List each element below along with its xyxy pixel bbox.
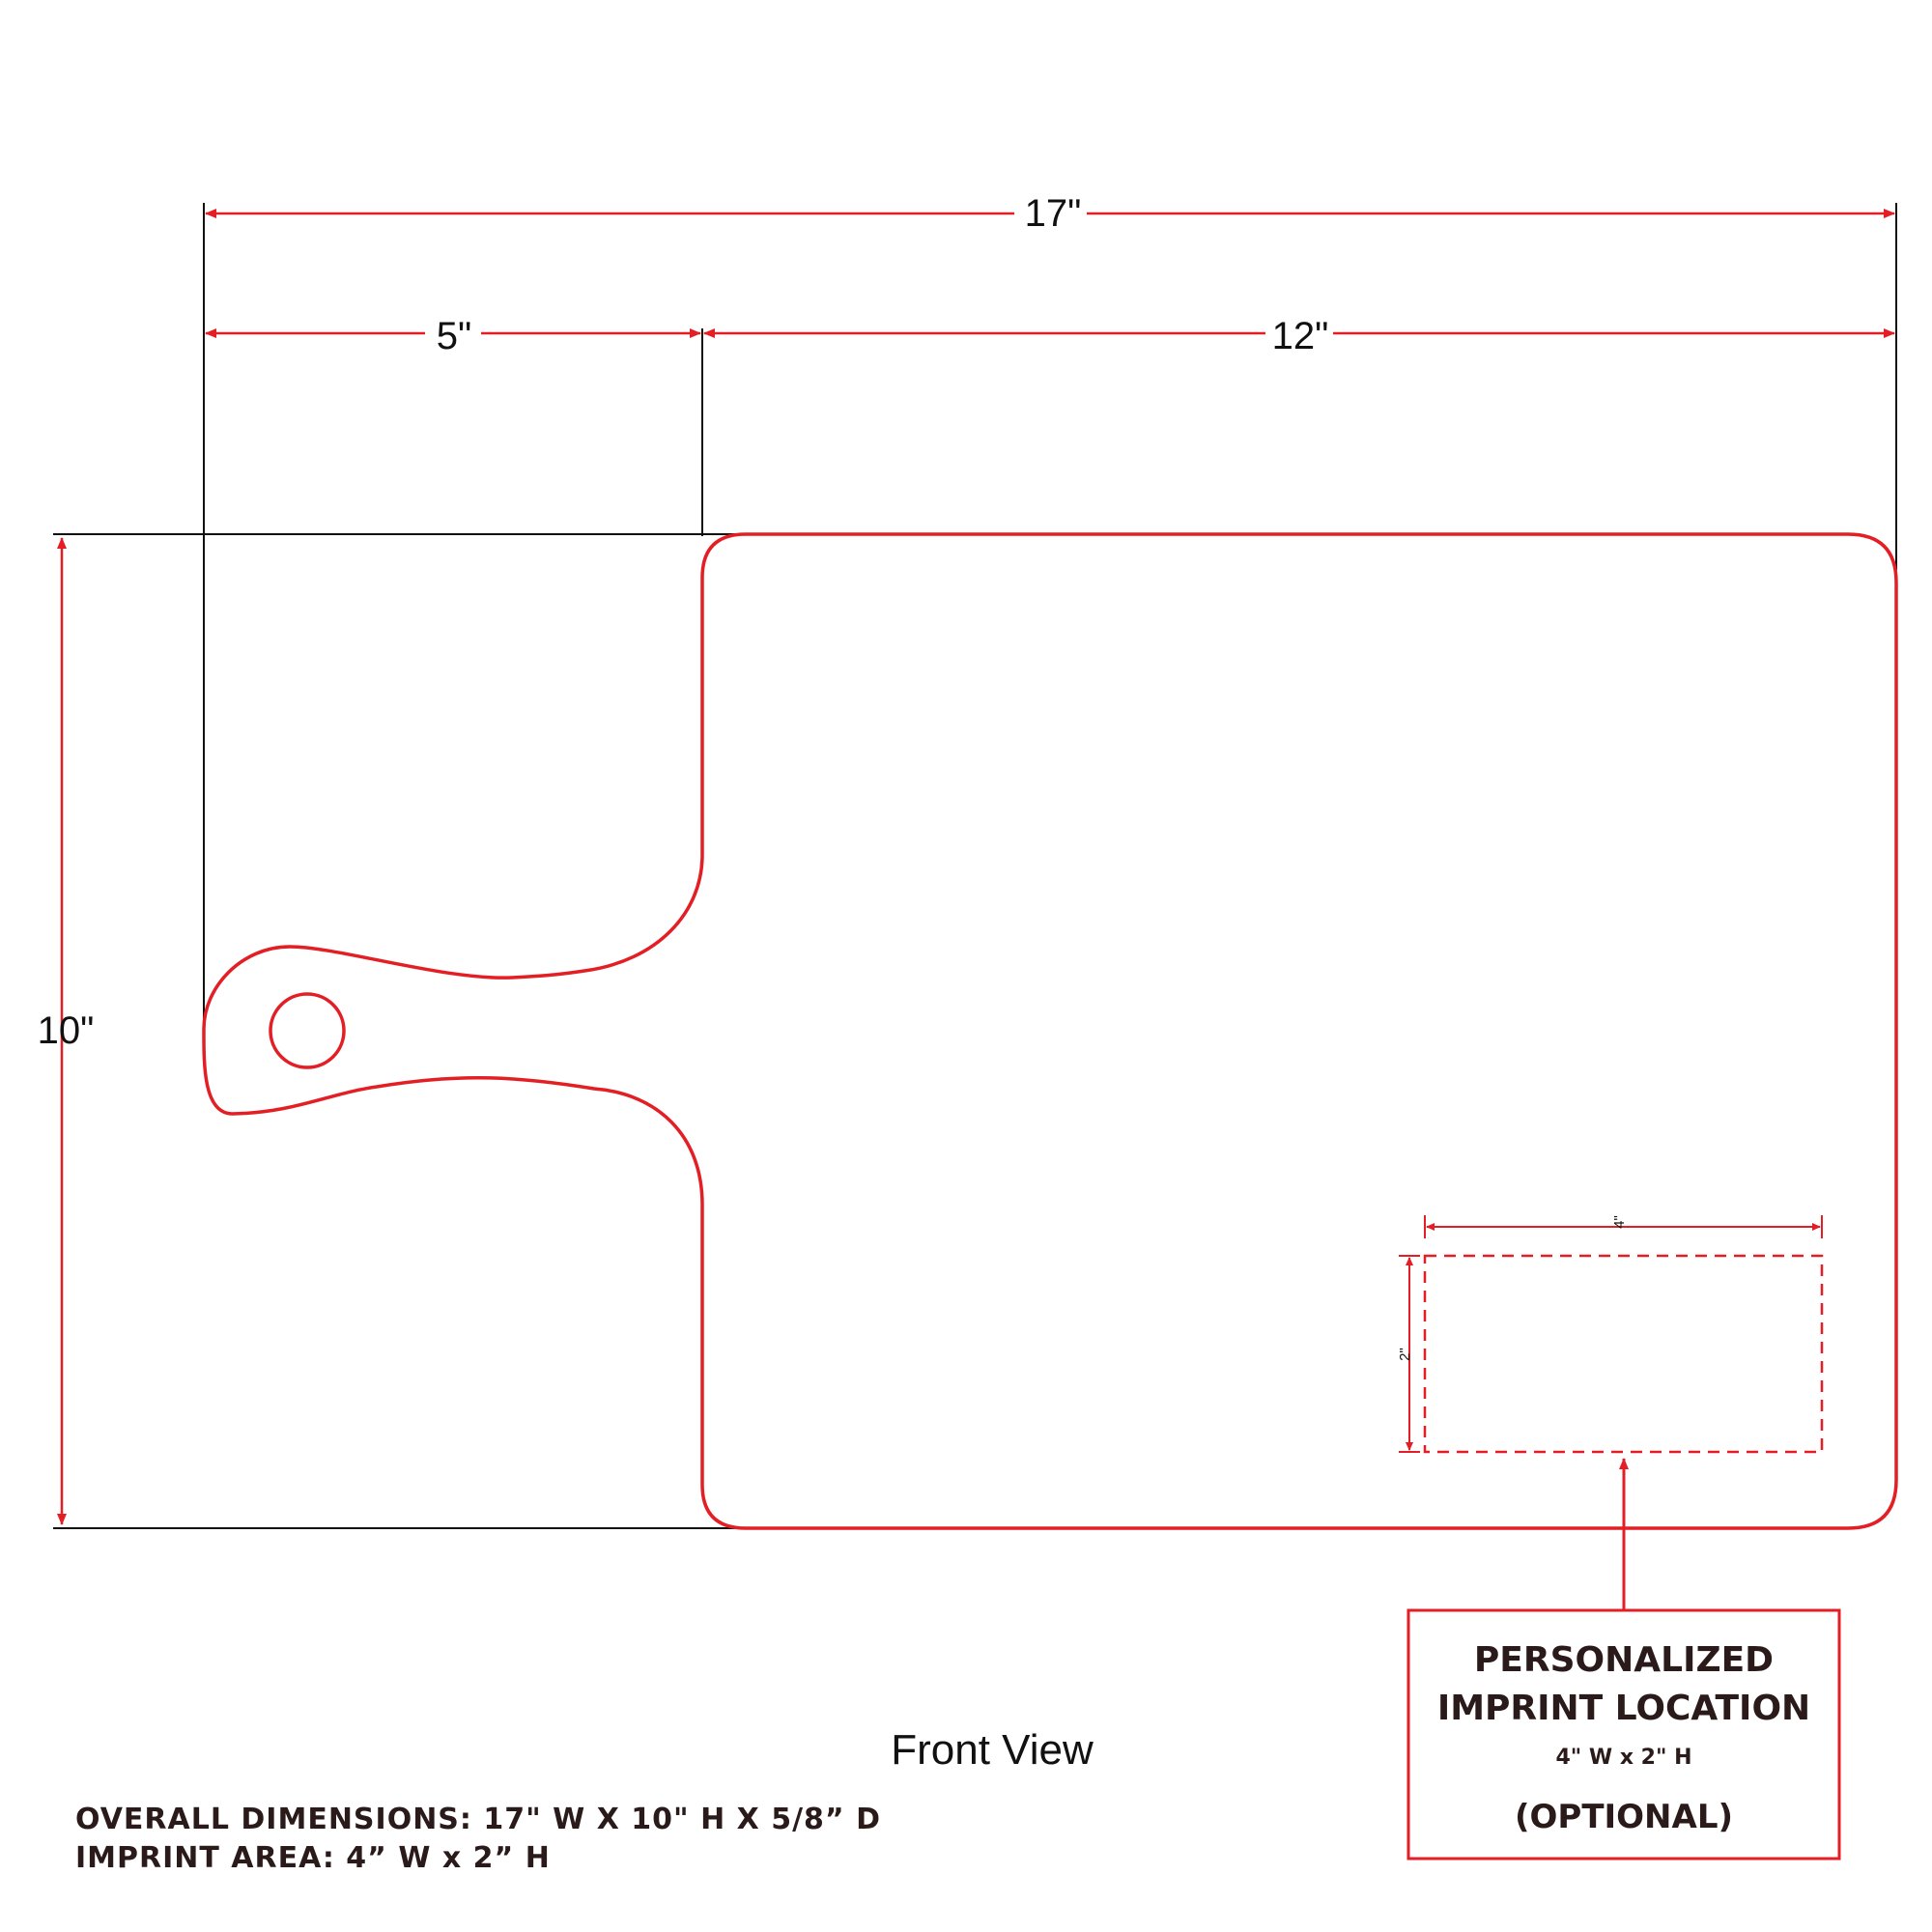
callout-box <box>1406 1608 1841 1861</box>
cutting-board-outline <box>202 532 1898 1530</box>
imprint-area-spec: IMPRINT AREA: 4” W x 2” H <box>75 1841 551 1875</box>
callout-title-line2: IMPRINT LOCATION <box>1437 1689 1810 1728</box>
view-label: Front View <box>891 1726 1094 1774</box>
handle-width-label: 5" <box>437 315 471 357</box>
height-label: 10" <box>38 1009 95 1052</box>
extension-lines <box>53 203 1897 1529</box>
imprint-height-label: 2" <box>1397 1348 1413 1361</box>
callout-optional: (OPTIONAL) <box>1515 1798 1733 1836</box>
overall-dimensions-spec: OVERALL DIMENSIONS: 17" W X 10" H X 5/8”… <box>75 1803 881 1836</box>
imprint-area-box <box>1423 1254 1824 1454</box>
callout-size: 4" W x 2" H <box>1555 1746 1691 1770</box>
imprint-width-label: 4" <box>1611 1215 1628 1229</box>
board-width-label: 12" <box>1272 315 1329 357</box>
callout-title-line1: PERSONALIZED <box>1474 1640 1774 1680</box>
hanging-hole <box>269 992 346 1069</box>
imprint-area: 4" 2" <box>1397 1215 1824 1454</box>
dimension-lines <box>57 209 1895 1525</box>
overall-width-label: 17" <box>1025 192 1082 235</box>
